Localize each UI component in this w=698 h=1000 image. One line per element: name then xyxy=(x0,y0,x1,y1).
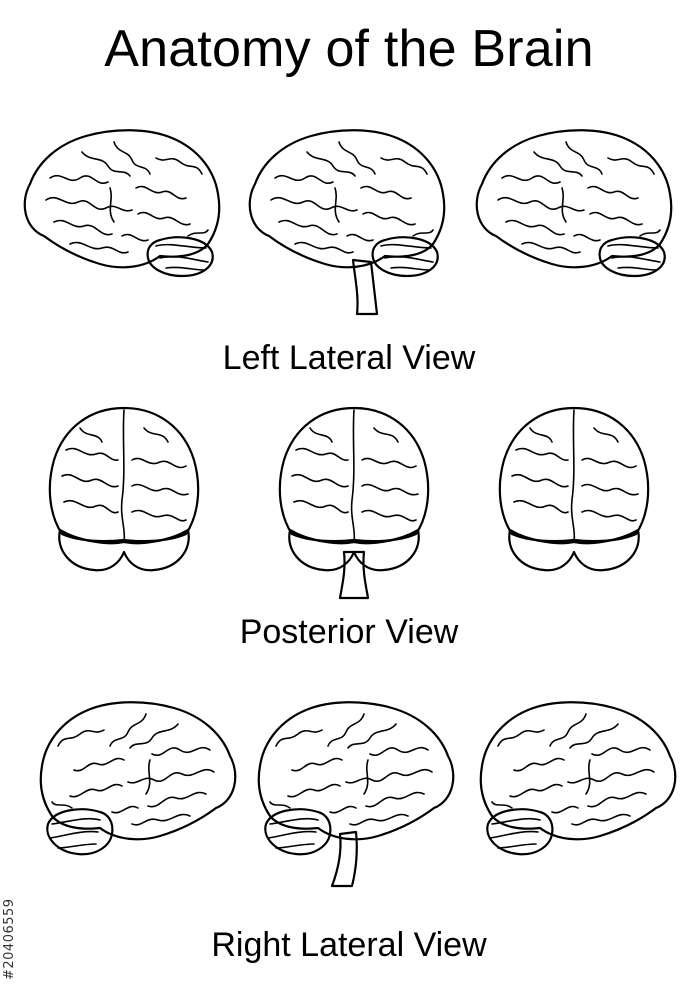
brain-posterior-vivid xyxy=(498,406,650,598)
brain-right-lateral-line-art xyxy=(257,701,455,888)
brainstem xyxy=(580,260,604,314)
brain-posterior-line-art xyxy=(278,406,430,600)
cerebellum xyxy=(146,236,214,278)
gyri xyxy=(511,409,639,545)
brainstem xyxy=(560,552,588,598)
brain-right-lateral-vivid xyxy=(479,701,677,856)
gyri xyxy=(497,141,661,271)
cerebrum xyxy=(257,701,455,841)
gyri xyxy=(291,409,419,545)
cerebrum xyxy=(248,129,446,269)
brainstem xyxy=(330,830,358,888)
gyri xyxy=(489,713,655,849)
brainstem xyxy=(338,550,370,600)
cerebrum xyxy=(23,129,221,269)
row-label-right-lateral: Right Lateral View xyxy=(211,926,487,964)
brain-left-lateral-pastel xyxy=(23,129,221,314)
stock-id: #20406559 xyxy=(2,898,17,980)
brainstem xyxy=(110,552,138,598)
brainstem xyxy=(128,260,152,314)
brain-left-lateral-vivid xyxy=(475,129,673,314)
gyri xyxy=(267,713,433,849)
row-label-left-lateral: Left Lateral View xyxy=(222,339,476,377)
gyri xyxy=(45,141,209,271)
brain-left-lateral-line-art xyxy=(248,129,446,316)
gyri xyxy=(49,713,215,849)
cerebellum xyxy=(598,236,666,278)
gyri xyxy=(61,409,189,545)
cerebellum xyxy=(371,236,439,278)
gyri xyxy=(270,141,434,271)
cerebrum xyxy=(479,701,677,841)
brain-right-lateral-pastel xyxy=(39,701,237,856)
cerebrum xyxy=(475,129,673,269)
cerebrum xyxy=(39,701,237,841)
cerebellum xyxy=(486,808,554,856)
row-label-posterior: Posterior View xyxy=(239,613,459,651)
brain-posterior-pastel xyxy=(48,406,200,598)
diagram-title: Anatomy of the Brain xyxy=(104,20,594,78)
cerebellum xyxy=(46,808,114,856)
brainstem xyxy=(351,258,379,316)
cerebellum xyxy=(264,808,332,856)
